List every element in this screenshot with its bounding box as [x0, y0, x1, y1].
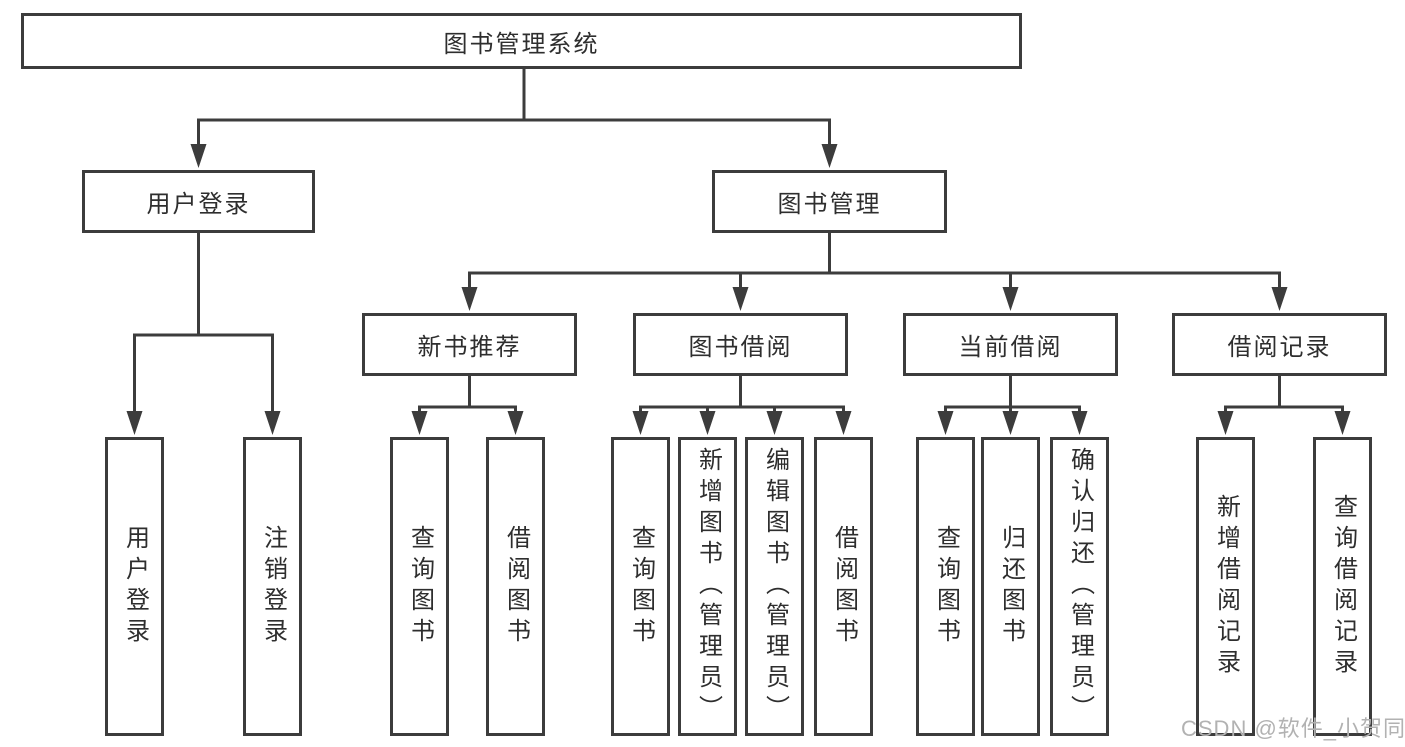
- leaf-borrow-books-1: 借阅图书: [486, 437, 545, 736]
- leaf-confirm-return-admin-label: 确认归还（管理员）: [1066, 447, 1094, 726]
- connector-book-mgmt-branch: [461, 233, 1288, 311]
- leaf-add-book-admin-label: 新增图书（管理员）: [694, 447, 722, 726]
- connector-book-borrow-branch: [632, 376, 852, 435]
- leaf-query-books-2-label: 查询图书: [627, 524, 655, 649]
- connector-new-book-branch: [411, 376, 524, 435]
- leaf-query-books-3-label: 查询图书: [932, 524, 960, 649]
- connector-current-borrow-branch: [937, 376, 1088, 435]
- leaf-return-book: 归还图书: [981, 437, 1040, 736]
- node-book-management: 图书管理: [712, 170, 947, 233]
- leaf-user-login-label: 用户登录: [121, 524, 149, 649]
- leaf-query-books-1-label: 查询图书: [406, 524, 434, 649]
- leaf-query-books-3: 查询图书: [916, 437, 975, 736]
- connector-root-to-level2: [190, 69, 838, 168]
- connector-user-login-branch: [126, 233, 281, 435]
- leaf-logout: 注销登录: [243, 437, 302, 736]
- node-user-login: 用户登录: [82, 170, 315, 233]
- leaf-borrow-books-2: 借阅图书: [814, 437, 873, 736]
- node-borrow-records: 借阅记录: [1172, 313, 1387, 376]
- node-new-book-recommend: 新书推荐: [362, 313, 577, 376]
- node-book-borrow: 图书借阅: [633, 313, 848, 376]
- leaf-borrow-books-2-label: 借阅图书: [830, 524, 858, 649]
- leaf-borrow-books-1-label: 借阅图书: [502, 524, 530, 649]
- leaf-return-book-label: 归还图书: [997, 524, 1025, 649]
- leaf-add-book-admin: 新增图书（管理员）: [678, 437, 737, 736]
- connector-borrow-records-branch: [1217, 376, 1351, 435]
- leaf-edit-book-admin-label: 编辑图书（管理员）: [761, 447, 789, 726]
- leaf-add-borrow-record-label: 新增借阅记录: [1212, 493, 1240, 680]
- leaf-user-login: 用户登录: [105, 437, 164, 736]
- leaf-edit-book-admin: 编辑图书（管理员）: [745, 437, 804, 736]
- leaf-query-books-1: 查询图书: [390, 437, 449, 736]
- leaf-logout-label: 注销登录: [259, 524, 287, 649]
- leaf-add-borrow-record: 新增借阅记录: [1196, 437, 1255, 736]
- node-current-borrow: 当前借阅: [903, 313, 1118, 376]
- leaf-query-borrow-record-label: 查询借阅记录: [1329, 493, 1357, 680]
- leaf-query-books-2: 查询图书: [611, 437, 670, 736]
- csdn-watermark: CSDN @软件_小贺同学: [1181, 716, 1405, 741]
- leaf-confirm-return-admin: 确认归还（管理员）: [1050, 437, 1109, 736]
- leaf-query-borrow-record: 查询借阅记录: [1313, 437, 1372, 736]
- node-root: 图书管理系统: [21, 13, 1022, 69]
